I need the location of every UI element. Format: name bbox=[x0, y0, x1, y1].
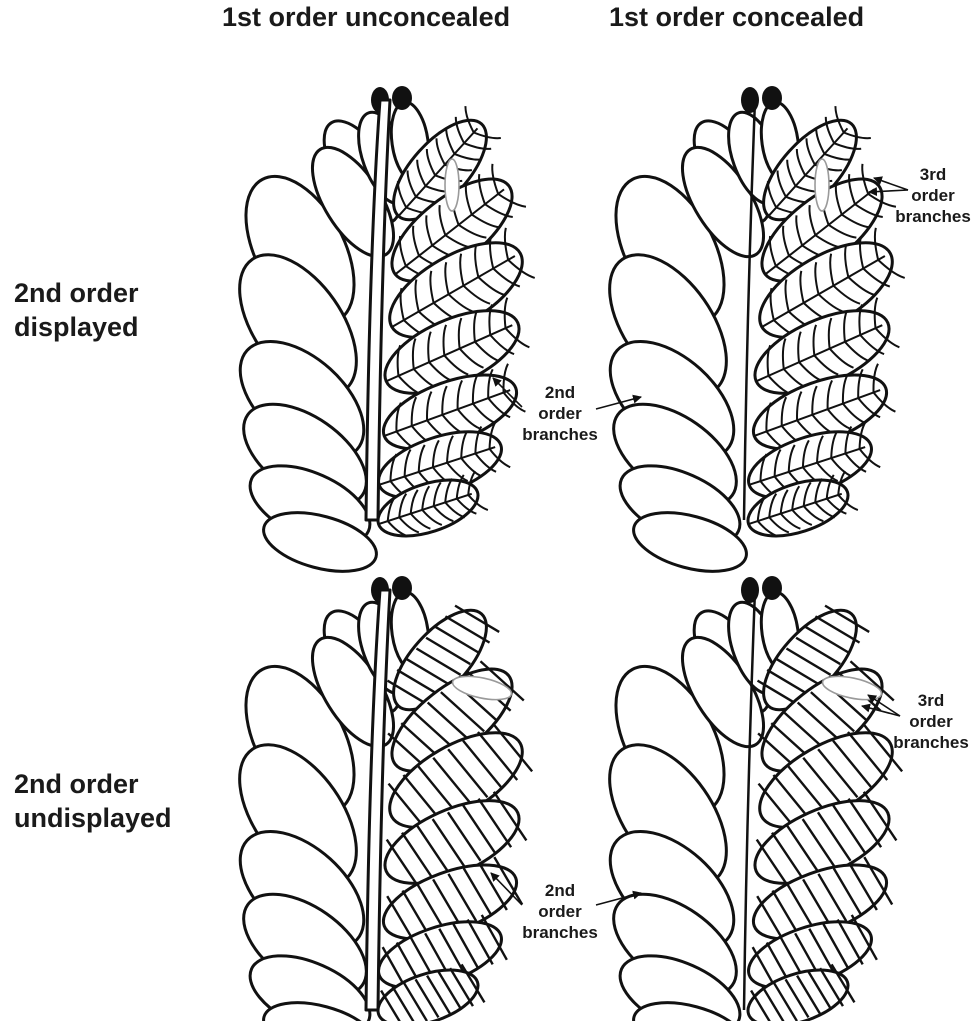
label-line: 3rd bbox=[886, 690, 976, 711]
label-line: order bbox=[886, 711, 976, 732]
label-3rd-order-top: 3rd order branches bbox=[888, 164, 977, 227]
label-line: 2nd bbox=[512, 382, 608, 403]
label-3rd-order-bottom: 3rd order branches bbox=[886, 690, 976, 753]
label-2nd-order-bottom: 2nd order branches bbox=[512, 880, 608, 943]
label-line: branches bbox=[886, 732, 976, 753]
label-line: branches bbox=[512, 922, 608, 943]
label-2nd-order-top: 2nd order branches bbox=[512, 382, 608, 445]
label-line: order bbox=[512, 403, 608, 424]
label-line: 2nd bbox=[512, 880, 608, 901]
label-line: order bbox=[512, 901, 608, 922]
label-line: order bbox=[888, 185, 977, 206]
label-line: branches bbox=[512, 424, 608, 445]
label-line: 3rd bbox=[888, 164, 977, 185]
label-line: branches bbox=[888, 206, 977, 227]
